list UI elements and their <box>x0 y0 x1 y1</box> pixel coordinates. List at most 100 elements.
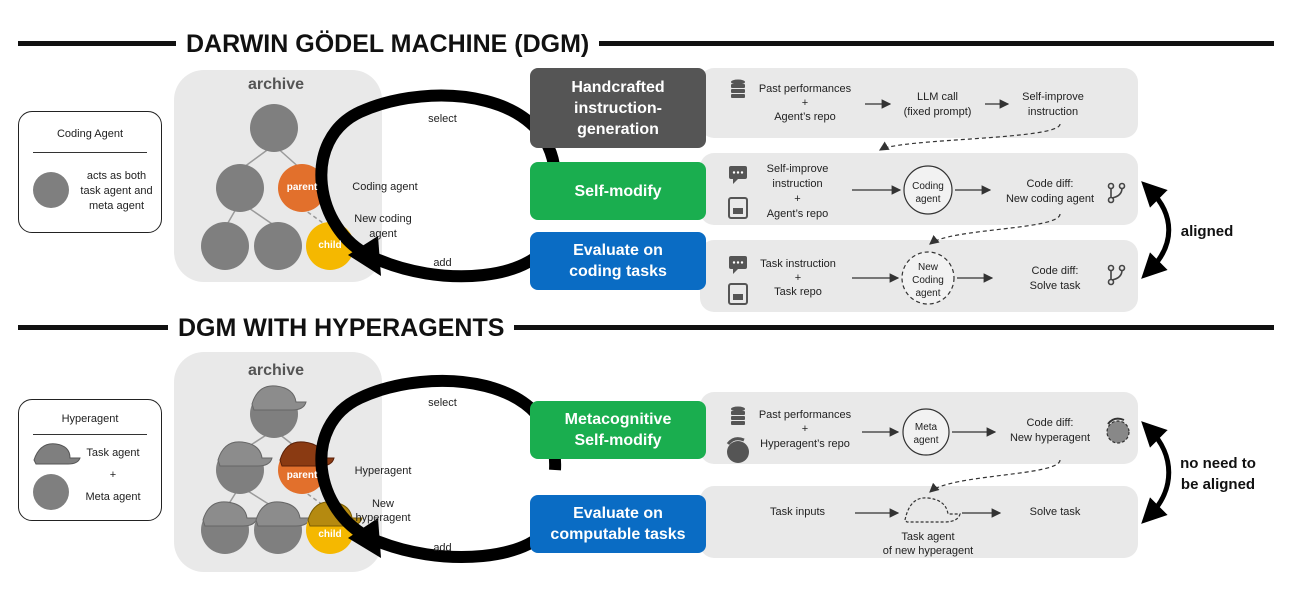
top-child-label: child <box>318 240 342 251</box>
top-node-l2a <box>201 222 249 270</box>
evaluate-coding-line-2: coding tasks <box>569 263 667 280</box>
handcrafted-line-3: generation <box>577 120 659 138</box>
t3-out-line-1: Code diff: <box>1031 265 1079 277</box>
self-modify-box: Self-modify <box>530 162 706 220</box>
t3-node-line-3: agent <box>915 288 941 299</box>
legend-cap-icon <box>33 443 81 465</box>
branch-icon <box>1107 264 1126 286</box>
top-root-node <box>250 104 298 152</box>
evaluate-computable-line-1: Evaluate on <box>573 505 663 522</box>
b2-node-line-2: of new hyperagent <box>882 545 974 557</box>
legend-desc-3: meta agent <box>88 200 145 212</box>
b1-to-b2-dashed <box>929 459 1061 493</box>
bottom-section-title: DGM WITH HYPERAGENTS <box>168 313 515 343</box>
t3-new-agent-node <box>901 251 955 305</box>
legend-plus: + <box>109 469 117 481</box>
top-add-label: add <box>433 257 452 269</box>
b1-node-line-2: agent <box>913 435 939 446</box>
t1-in-line-1: Past performances <box>758 83 852 95</box>
bottom-add-label: add <box>433 542 452 554</box>
bottom-rule <box>18 325 1274 330</box>
database-icon <box>731 406 745 425</box>
t2-node-line-1: Coding <box>912 181 944 192</box>
chat-icon <box>729 256 747 274</box>
t3-node-line-1: New <box>917 262 938 273</box>
top-node-l2b <box>254 222 302 270</box>
legend-task-label: Task agent <box>86 447 140 459</box>
t2-in-line-1: Self-improve <box>766 163 829 175</box>
b1-node-line-1: Meta <box>914 422 938 433</box>
bottom-hyperagent-label: Hyperagent <box>354 465 412 477</box>
t1-to-t2-dashed <box>878 123 1061 151</box>
bottom-row2-panel <box>700 486 1138 558</box>
aligned-label: aligned <box>1180 223 1234 240</box>
top-archive-label: archive <box>248 76 305 93</box>
legend-divider <box>33 434 147 435</box>
t1-plus: + <box>801 97 809 109</box>
t2-in-line-3: Agent’s repo <box>766 208 829 220</box>
t3-out-line-2: Solve task <box>1029 280 1081 292</box>
bottom-node-l2a <box>201 501 258 554</box>
bottom-root-node <box>250 385 307 438</box>
b1-out-line-2: New hyperagent <box>1009 432 1091 444</box>
bottom-loop-arrow <box>315 374 562 564</box>
evaluate-coding-line-1: Evaluate on <box>573 242 663 259</box>
t2-in-line-2: instruction <box>772 178 823 190</box>
evaluate-coding-box: Evaluate on coding tasks <box>530 232 706 290</box>
handcrafted-line-2: instruction- <box>574 99 662 117</box>
t3-node-line-2: Coding <box>912 275 944 286</box>
top-new-agent-label-1: New coding <box>354 213 412 225</box>
top-section-title: DARWIN GÖDEL MACHINE (DGM) <box>176 29 600 59</box>
chat-icon <box>729 166 747 184</box>
t1-mid-line-2: (fixed prompt) <box>903 106 972 118</box>
metacognitive-line-2: Self-modify <box>574 432 662 449</box>
bottom-parent-label: parent <box>286 470 318 481</box>
t3-in-line-2: Task repo <box>774 286 822 298</box>
bottom-archive-label: archive <box>248 362 305 379</box>
legend-meta-node <box>33 474 69 510</box>
t2-node-line-2: agent <box>915 194 941 205</box>
legend-divider <box>33 152 147 153</box>
branch-icon <box>1107 182 1126 204</box>
t2-plus: + <box>794 193 801 205</box>
t2-coding-agent-node <box>903 165 953 215</box>
handcrafted-line-1: Handcrafted <box>571 78 665 96</box>
b2-out-line-1: Solve task <box>1029 506 1081 518</box>
bottom-child-label: child <box>318 529 342 540</box>
repo-icon <box>728 197 748 219</box>
legend-meta-label: Meta agent <box>85 491 141 503</box>
self-modify-label: Self-modify <box>574 182 662 200</box>
b1-meta-agent-node <box>902 408 950 456</box>
top-coding-agent-label: Coding agent <box>352 181 418 193</box>
b1-in-line-2: Hyperagent’s repo <box>760 438 850 450</box>
top-loop-arrowhead <box>348 236 381 276</box>
b1-out-line-1: Code diff: <box>1026 417 1074 429</box>
top-row1-panel <box>700 68 1138 138</box>
t3-plus: + <box>794 272 802 284</box>
evaluate-computable-line-2: computable tasks <box>550 526 686 543</box>
t1-out-line-2: instruction <box>1027 106 1079 118</box>
not-aligned-line-1: no need to <box>1180 455 1256 472</box>
t3-in-line-1: Task instruction <box>760 258 836 270</box>
metacognitive-box: Metacognitive Self-modify <box>530 401 706 459</box>
top-select-label: select <box>428 113 457 125</box>
t2-out-line-1: Code diff: <box>1026 178 1074 190</box>
not-aligned-double-arrow <box>1141 421 1172 524</box>
bottom-node-l2b <box>254 501 311 554</box>
t2-to-t3-dashed <box>929 213 1061 245</box>
b1-plus: + <box>801 423 809 435</box>
coding-agent-legend: Coding Agent acts as both task agent and… <box>18 111 162 233</box>
bottom-new-line-1: New <box>371 498 394 510</box>
legend-agent-node <box>33 172 69 208</box>
top-parent-label: parent <box>286 182 318 193</box>
bottom-loop-arrowhead <box>348 518 381 558</box>
b2-in-line-1: Task inputs <box>769 506 826 518</box>
t1-in-line-2: Agent’s repo <box>774 111 836 123</box>
legend-desc-1: acts as both <box>86 170 147 182</box>
database-icon <box>731 79 745 98</box>
repo-icon <box>728 283 748 305</box>
bottom-node-l1 <box>216 441 273 494</box>
metacognitive-line-1: Metacognitive <box>564 411 672 428</box>
legend-desc-2: task agent and <box>80 185 153 197</box>
